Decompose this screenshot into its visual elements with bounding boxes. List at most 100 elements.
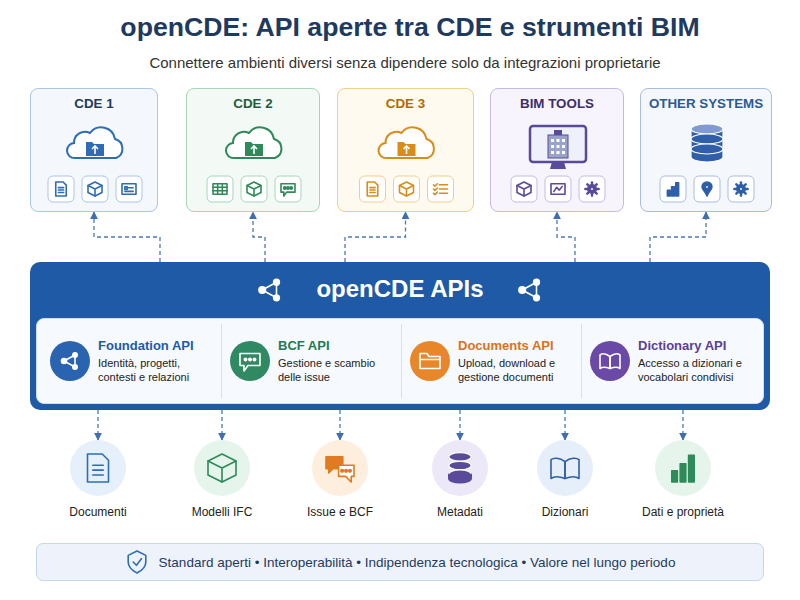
icon bbox=[449, 453, 471, 483]
icon-stroke bbox=[247, 182, 261, 196]
resource-circle bbox=[194, 440, 250, 496]
db-disk bbox=[449, 470, 471, 478]
api-box: BCF APIGestione e scambio delle issue bbox=[222, 324, 402, 398]
dashed-connector bbox=[557, 212, 575, 262]
icon-stroke bbox=[58, 192, 63, 194]
api-description: Gestione e scambio delle issue bbox=[278, 357, 393, 385]
icon-stroke bbox=[58, 189, 63, 191]
icon-tile bbox=[394, 176, 420, 202]
subtitle: Connettere ambienti diversi senza dipend… bbox=[10, 54, 800, 71]
icon-stroke bbox=[370, 192, 375, 194]
icon bbox=[88, 454, 109, 482]
system-name: CDE 2 bbox=[187, 89, 319, 111]
building-window bbox=[562, 139, 565, 142]
api-description: Accesso a dizionari e vocabolari condivi… bbox=[638, 357, 750, 385]
icon-stroke bbox=[281, 184, 295, 196]
resource-label: Issue e BCF bbox=[285, 505, 395, 519]
gear-tooth bbox=[594, 191, 596, 193]
icon-stroke bbox=[128, 551, 146, 573]
icon-dot bbox=[341, 470, 344, 473]
icon-tile bbox=[48, 176, 74, 202]
api-description: Identità, progetti, contesti e relazioni bbox=[98, 357, 213, 385]
icon-stroke bbox=[64, 355, 75, 367]
band-title: openCDE APIs bbox=[30, 262, 770, 303]
api-box: Documents APIUpload, download e gestione… bbox=[402, 324, 582, 398]
icon-stroke bbox=[133, 559, 141, 566]
icon-stroke bbox=[689, 455, 695, 482]
icon bbox=[667, 183, 678, 196]
resource-circle bbox=[655, 440, 711, 496]
gear-tooth bbox=[740, 182, 742, 185]
db-top bbox=[691, 134, 723, 144]
icon-stroke bbox=[420, 359, 440, 361]
icon-stroke bbox=[125, 187, 127, 189]
icon-dot bbox=[274, 295, 280, 301]
icon-stroke bbox=[88, 454, 109, 482]
icon-stroke bbox=[122, 184, 136, 195]
resource-label: Modelli IFC bbox=[167, 505, 277, 519]
icon bbox=[208, 454, 236, 482]
resource-icon bbox=[70, 440, 126, 496]
system-box: CDE 2 bbox=[186, 88, 320, 212]
icon-stroke bbox=[370, 189, 375, 191]
icon bbox=[281, 184, 295, 196]
icon bbox=[600, 354, 620, 368]
icon-stroke bbox=[93, 464, 104, 466]
icon-stroke bbox=[420, 354, 440, 369]
icon-stroke bbox=[449, 474, 471, 482]
icon-stroke bbox=[517, 182, 531, 196]
gear-tooth bbox=[596, 188, 599, 190]
dashed-connector bbox=[459, 410, 460, 440]
icon-stroke bbox=[339, 465, 354, 482]
icon bbox=[702, 182, 712, 196]
icon-stroke bbox=[240, 354, 260, 372]
principles-bar: Standard aperti • Interoperabilità • Ind… bbox=[36, 543, 764, 581]
icon-stroke bbox=[565, 458, 579, 478]
icon-dot bbox=[249, 358, 251, 360]
icon-stroke bbox=[367, 182, 378, 196]
db-top bbox=[691, 124, 723, 134]
api-band: openCDE APIsFoundation APIIdentità, prog… bbox=[30, 262, 770, 410]
resource-circle bbox=[312, 440, 368, 496]
system-name: CDE 1 bbox=[31, 89, 157, 111]
api-icon-circle bbox=[590, 341, 630, 381]
icon bbox=[56, 182, 67, 196]
icon bbox=[551, 458, 579, 478]
resource-circle bbox=[537, 440, 593, 496]
gear-tooth bbox=[743, 191, 745, 193]
icon-stroke bbox=[600, 354, 610, 368]
icon-tile bbox=[545, 176, 571, 202]
building bbox=[548, 135, 568, 158]
icon-dot bbox=[73, 365, 77, 369]
resource-label: Metadati bbox=[405, 505, 515, 519]
system-box: CDE 1 bbox=[30, 88, 158, 212]
icon bbox=[128, 551, 146, 573]
icon bbox=[672, 455, 694, 482]
icon-dot bbox=[534, 279, 540, 285]
icon bbox=[734, 182, 747, 195]
icon-stroke bbox=[56, 182, 67, 196]
resource-label: Dizionari bbox=[510, 505, 620, 519]
resource-node: Dati e proprietà bbox=[628, 440, 738, 519]
db-disk bbox=[449, 453, 471, 461]
api-name: Documents API bbox=[458, 338, 573, 354]
icon-stroke bbox=[88, 186, 102, 197]
icon-stroke bbox=[400, 182, 414, 196]
icon-dot bbox=[244, 358, 246, 360]
icon-stroke bbox=[439, 188, 447, 190]
icon-stroke bbox=[213, 184, 227, 195]
dashed-connector bbox=[682, 410, 683, 440]
api-icon-circle bbox=[410, 341, 450, 381]
building-window bbox=[557, 151, 560, 154]
resource-node: Modelli IFC bbox=[167, 440, 277, 519]
main-icon bbox=[691, 124, 723, 162]
system-box: CDE 3 bbox=[337, 88, 474, 212]
icon bbox=[240, 354, 260, 372]
icon-stroke bbox=[125, 188, 133, 192]
db-layer bbox=[691, 149, 723, 162]
icon-stroke bbox=[213, 184, 227, 195]
icon-stroke bbox=[400, 186, 414, 197]
icon-stroke bbox=[554, 186, 562, 191]
icon-dot bbox=[345, 470, 348, 473]
icon-stroke bbox=[434, 184, 438, 186]
